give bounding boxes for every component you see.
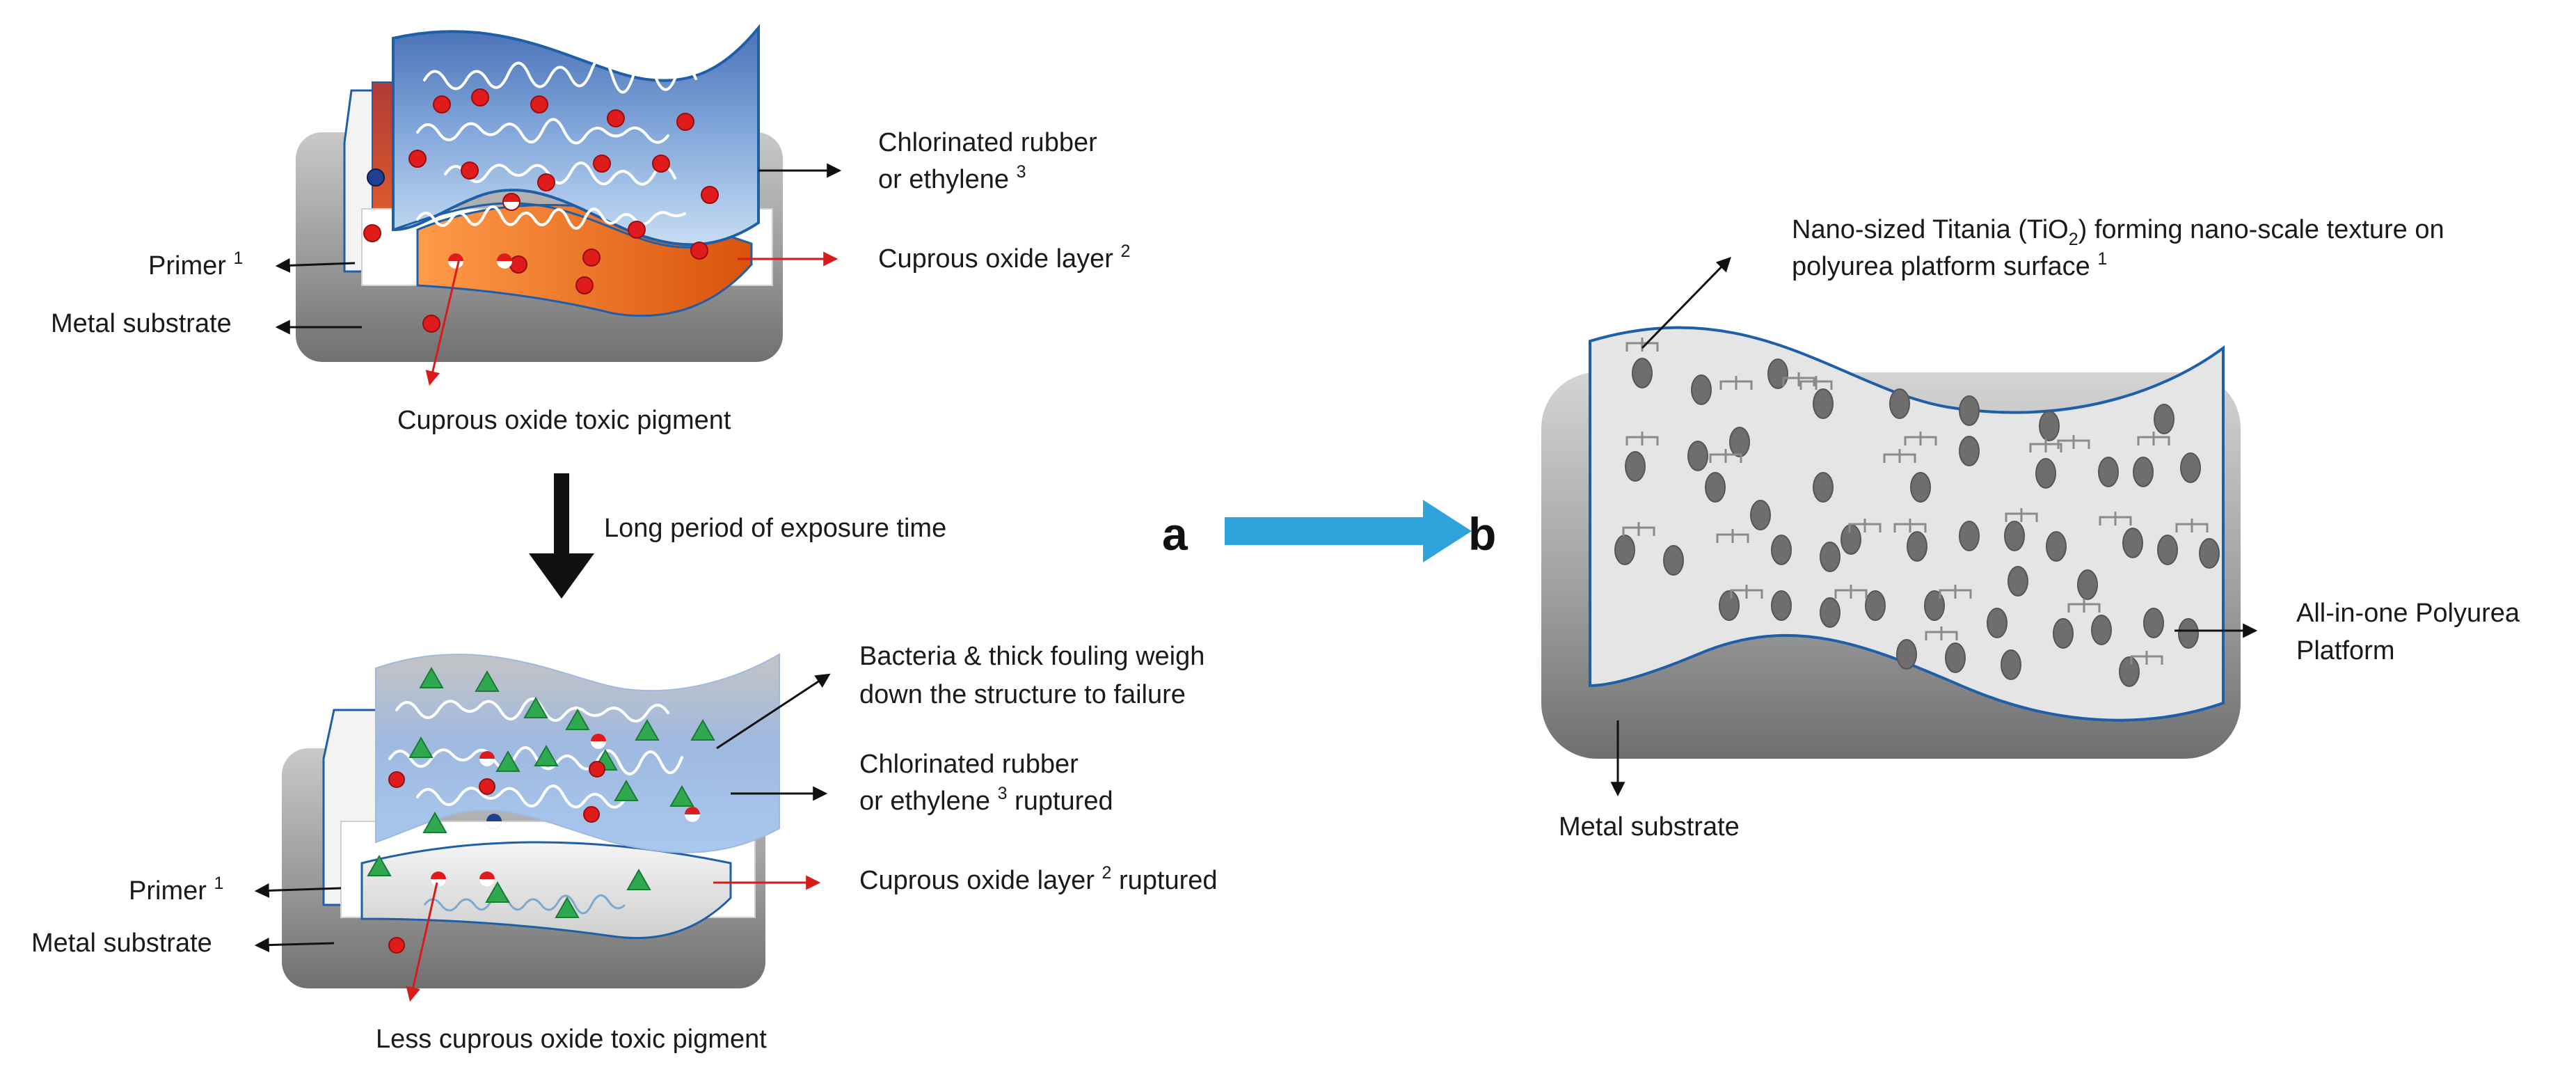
label-cuprous-oxide-layer: Cuprous oxide layer 2	[878, 242, 1130, 274]
panel-label-a: a	[1162, 508, 1188, 560]
label-bacteria-line2: down the structure to failure	[859, 680, 1186, 709]
label-rubber-b-line1: Chlorinated rubber	[859, 750, 1079, 779]
label-rubber-b-line2: or ethylene 3 ruptured	[859, 784, 1113, 816]
panel-label-b: b	[1468, 508, 1496, 560]
label-primer: Primer 1	[148, 248, 243, 281]
label-or-ethylene: or ethylene 3	[878, 162, 1026, 194]
half-pigments-bottom	[431, 734, 700, 887]
label-metal-substrate-right: Metal substrate	[1559, 812, 1740, 842]
panel-b-callouts: Nano-sized Titania (TiO2) forming nano-s…	[1559, 215, 2520, 842]
label-less-pigment: Less cuprous oxide toxic pigment	[376, 1025, 767, 1054]
label-cuprous-pigment: Cuprous oxide toxic pigment	[397, 406, 731, 435]
chain-bottom-b	[423, 892, 626, 915]
label-chlorinated-rubber: Chlorinated rubber	[878, 128, 1097, 157]
titania-particles	[1614, 338, 2220, 687]
red-pigments-bottom	[388, 761, 605, 954]
fouling-triangles	[367, 666, 715, 918]
panel-a-bottom-callouts: Bacteria & thick fouling weigh down the …	[31, 642, 1218, 1054]
label-platform-line2: Platform	[2296, 636, 2394, 665]
half-pigments-top	[448, 194, 519, 269]
panel-transition: a b	[1162, 500, 1496, 562]
label-metal-substrate: Metal substrate	[51, 309, 232, 338]
rubber-sheet	[392, 24, 760, 246]
panel-a-top-callouts: Chlorinated rubber or ethylene 3 Cuprous…	[51, 128, 1130, 435]
exposure-transition: Long period of exposure time	[529, 473, 946, 599]
label-exposure-time: Long period of exposure time	[604, 514, 946, 543]
label-bacteria-line1: Bacteria & thick fouling weigh	[859, 642, 1204, 671]
panel-a-bottom-stack	[282, 653, 780, 988]
panel-a-top-stack	[296, 24, 783, 362]
polymer-chains-b	[388, 697, 683, 809]
label-metal-b: Metal substrate	[31, 929, 212, 958]
label-titania-line1: Nano-sized Titania (TiO2) forming nano-s…	[1792, 215, 2444, 249]
label-cuprous-b: Cuprous oxide layer 2 ruptured	[859, 863, 1218, 895]
cuprous-sheet-b	[360, 841, 732, 940]
red-pigments-top	[363, 88, 719, 333]
blue-pigment	[367, 168, 385, 187]
label-titania-line2: polyurea platform surface 1	[1792, 249, 2107, 281]
label-platform-line1: All-in-one Polyurea	[2296, 599, 2520, 628]
label-primer-b: Primer 1	[129, 874, 223, 906]
panel-b-platform	[1541, 326, 2241, 759]
